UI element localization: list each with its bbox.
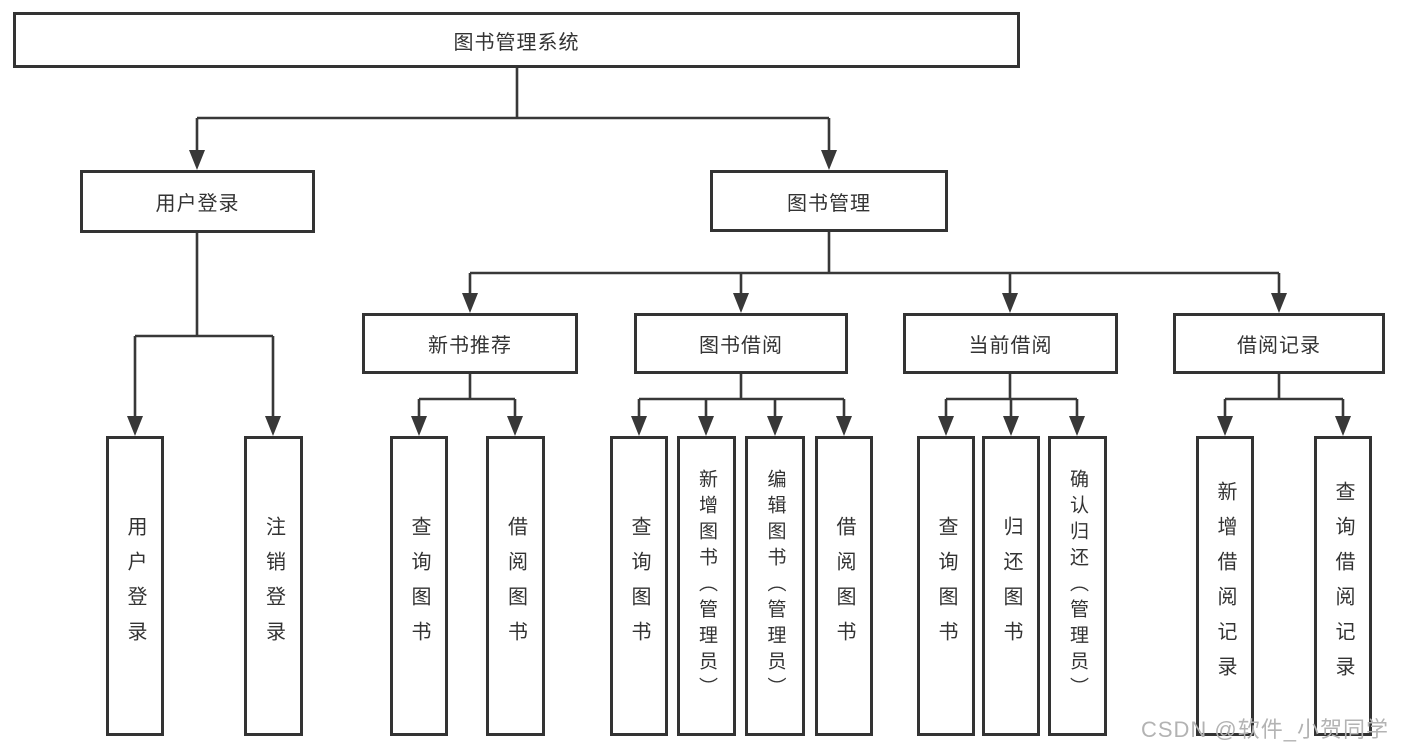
leaf-query-borrow-record: 查询借阅记录 [1314,436,1372,736]
leaf-label: 查询借阅记录 [1332,481,1354,691]
leaf-edit-books-admin: 编辑图书（管理员） [745,436,805,736]
leaf-return-books: 归还图书 [982,436,1040,736]
leaf-query-books-borrowing: 查询图书 [610,436,668,736]
leaf-label: 归还图书 [1000,516,1022,656]
leaf-borrow-books: 借阅图书 [815,436,873,736]
leaf-label: 新增借阅记录 [1214,481,1236,691]
leaf-query-books-current: 查询图书 [917,436,975,736]
node-label: 图书借阅 [699,335,783,357]
leaf-confirm-return-admin: 确认归还（管理员） [1048,436,1107,736]
node-label: 借阅记录 [1237,335,1321,357]
leaf-label: 注销登录 [262,516,285,656]
node-current-borrowing: 当前借阅 [903,313,1118,374]
leaf-label: 确认归还（管理员） [1067,469,1088,703]
leaf-query-books-recommend: 查询图书 [390,436,448,736]
leaf-label: 查询图书 [935,516,957,656]
node-label: 图书管理 [787,192,871,215]
leaf-add-books-admin: 新增图书（管理员） [677,436,736,736]
leaf-label: 借阅图书 [504,516,527,656]
leaf-label: 查询图书 [628,516,650,656]
node-book-borrowing: 图书借阅 [634,313,848,374]
node-label: 当前借阅 [968,335,1053,357]
leaf-label: 查询图书 [408,516,430,656]
node-borrowing-records: 借阅记录 [1173,313,1385,374]
leaf-user-login: 用户登录 [106,436,164,736]
node-new-book-recommendation: 新书推荐 [362,313,578,374]
leaf-add-borrow-record: 新增借阅记录 [1196,436,1254,736]
leaf-label: 借阅图书 [833,516,855,656]
node-label: 新书推荐 [428,335,512,357]
leaf-label: 用户登录 [124,516,146,656]
node-book-management: 图书管理 [710,170,948,232]
node-label: 用户登录 [155,193,240,215]
csdn-watermark: CSDN @软件_小贺同学 [1140,717,1389,742]
node-label: 图书管理系统 [453,31,580,54]
leaf-logout: 注销登录 [244,436,303,736]
leaf-label: 编辑图书（管理员） [764,469,786,703]
leaf-borrow-books-recommend: 借阅图书 [486,436,545,736]
node-library-management-system: 图书管理系统 [13,12,1020,68]
leaf-label: 新增图书（管理员） [696,469,717,703]
node-user-login: 用户登录 [80,170,315,233]
